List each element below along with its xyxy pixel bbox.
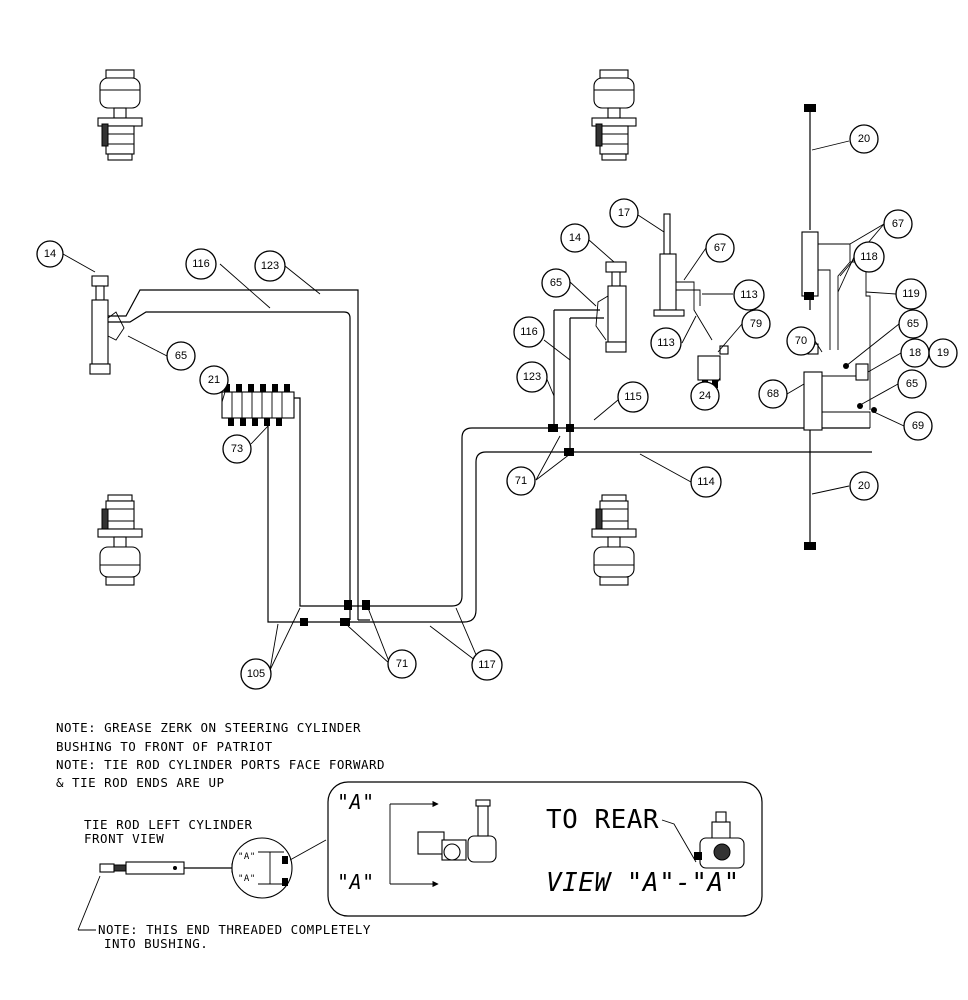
- view-title: VIEW "A"-"A": [546, 868, 740, 898]
- thread-note-1: NOTE: THIS END THREADED COMPLETELY: [98, 922, 371, 937]
- svg-text:116: 116: [192, 258, 210, 270]
- wheel-assembly-front-left: [97, 69, 143, 161]
- callout-69: 69: [903, 411, 933, 441]
- callout-115: 115: [617, 381, 649, 413]
- svg-text:65: 65: [907, 318, 919, 330]
- callout-117: 117: [471, 649, 503, 681]
- svg-text:69: 69: [912, 420, 924, 432]
- to-rear-label: TO REAR: [546, 805, 660, 835]
- callout-116-center: 116: [513, 316, 545, 348]
- callout-65-left: 65: [166, 341, 196, 371]
- svg-text:18: 18: [909, 347, 921, 359]
- thread-note-2: INTO BUSHING.: [104, 936, 209, 951]
- callout-71-bottom: 71: [387, 649, 417, 679]
- callout-21: 21: [199, 365, 229, 395]
- wheel-assembly-front-right: [591, 69, 637, 161]
- callout-17: 17: [609, 198, 639, 228]
- svg-text:67: 67: [892, 218, 904, 230]
- svg-text:14: 14: [44, 248, 56, 260]
- wheel-assembly-rear-left: [97, 494, 143, 586]
- callout-19: 19: [928, 338, 958, 368]
- callout-114: 114: [690, 466, 722, 498]
- callout-118: 118: [853, 241, 885, 273]
- tie-rod-front-view: [77, 837, 327, 931]
- svg-text:17: 17: [618, 207, 630, 219]
- svg-text:68: 68: [767, 388, 779, 400]
- callout-20-bottom: 20: [849, 471, 879, 501]
- svg-text:14: 14: [569, 232, 581, 244]
- svg-text:65: 65: [550, 277, 562, 289]
- callout-18: 18: [900, 338, 930, 368]
- svg-text:65: 65: [175, 350, 187, 362]
- svg-text:73: 73: [231, 443, 243, 455]
- callout-68: 68: [758, 379, 788, 409]
- callout-65-right-lower: 65: [897, 369, 927, 399]
- small-a-label-2: "A": [238, 874, 256, 884]
- svg-text:20: 20: [858, 480, 870, 492]
- svg-text:123: 123: [261, 260, 279, 272]
- callout-119: 119: [895, 278, 927, 310]
- svg-text:118: 118: [860, 251, 878, 263]
- callout-14-left: 14: [36, 240, 64, 268]
- note-line-2: BUSHING TO FRONT OF PATRIOT: [56, 739, 273, 754]
- svg-text:105: 105: [247, 668, 265, 680]
- callout-113-right: 113: [733, 279, 765, 311]
- svg-text:117: 117: [478, 659, 496, 671]
- svg-text:114: 114: [697, 476, 715, 488]
- svg-text:71: 71: [515, 475, 527, 487]
- svg-text:113: 113: [740, 289, 758, 301]
- hose-105-117-bottom-loop: [267, 397, 872, 626]
- callout-71-center: 71: [506, 466, 536, 496]
- callout-65-right-upper: 65: [898, 309, 928, 339]
- svg-text:21: 21: [208, 374, 220, 386]
- steering-cylinder-center: [548, 261, 627, 456]
- callout-116-left: 116: [185, 248, 217, 280]
- callout-70: 70: [786, 326, 816, 356]
- callouts: 14 116 123 65 21 73 105 71 117 17 14 67 …: [36, 124, 958, 690]
- wheel-assembly-rear-right: [591, 494, 637, 586]
- svg-text:24: 24: [699, 390, 711, 402]
- callout-14-center: 14: [560, 223, 590, 253]
- section-label-a-top: "A": [337, 790, 375, 814]
- steering-cylinder-left: [89, 275, 125, 375]
- callout-67-center: 67: [705, 233, 735, 263]
- svg-text:67: 67: [714, 242, 726, 254]
- callout-113-left: 113: [650, 327, 682, 359]
- svg-text:119: 119: [902, 288, 920, 300]
- front-view-title-2: FRONT VIEW: [84, 831, 165, 846]
- svg-text:19: 19: [937, 347, 949, 359]
- detail-view-box: [327, 781, 763, 917]
- callout-123-left: 123: [254, 250, 286, 282]
- svg-text:65: 65: [906, 378, 918, 390]
- leader-lines: [62, 140, 905, 671]
- svg-text:123: 123: [523, 371, 541, 383]
- callout-24: 24: [690, 381, 720, 411]
- svg-text:115: 115: [624, 391, 642, 403]
- svg-text:70: 70: [795, 335, 807, 347]
- tie-rod-cylinder-right: [801, 104, 877, 550]
- callout-73: 73: [222, 434, 252, 464]
- svg-text:113: 113: [657, 337, 675, 349]
- hose-116-123-left: [108, 289, 359, 620]
- svg-text:20: 20: [858, 133, 870, 145]
- svg-text:116: 116: [520, 326, 538, 338]
- small-a-label-1: "A": [238, 852, 256, 862]
- callout-105: 105: [240, 658, 272, 690]
- callout-67-right: 67: [883, 209, 913, 239]
- note-line-4: & TIE ROD ENDS ARE UP: [56, 775, 225, 790]
- note-line-3: NOTE: TIE ROD CYLINDER PORTS FACE FORWAR…: [56, 757, 386, 772]
- svg-text:71: 71: [396, 658, 408, 670]
- callout-20-top: 20: [849, 124, 879, 154]
- valve-block-21: [221, 384, 295, 426]
- section-label-a-bottom: "A": [337, 870, 375, 894]
- callout-79: 79: [741, 309, 771, 339]
- cylinder-17: [653, 213, 713, 341]
- front-view-title-1: TIE ROD LEFT CYLINDER: [84, 817, 253, 832]
- svg-text:79: 79: [750, 318, 762, 330]
- callout-123-center: 123: [516, 361, 548, 393]
- callout-65-center: 65: [541, 268, 571, 298]
- note-line-1: NOTE: GREASE ZERK ON STEERING CYLINDER: [56, 720, 361, 735]
